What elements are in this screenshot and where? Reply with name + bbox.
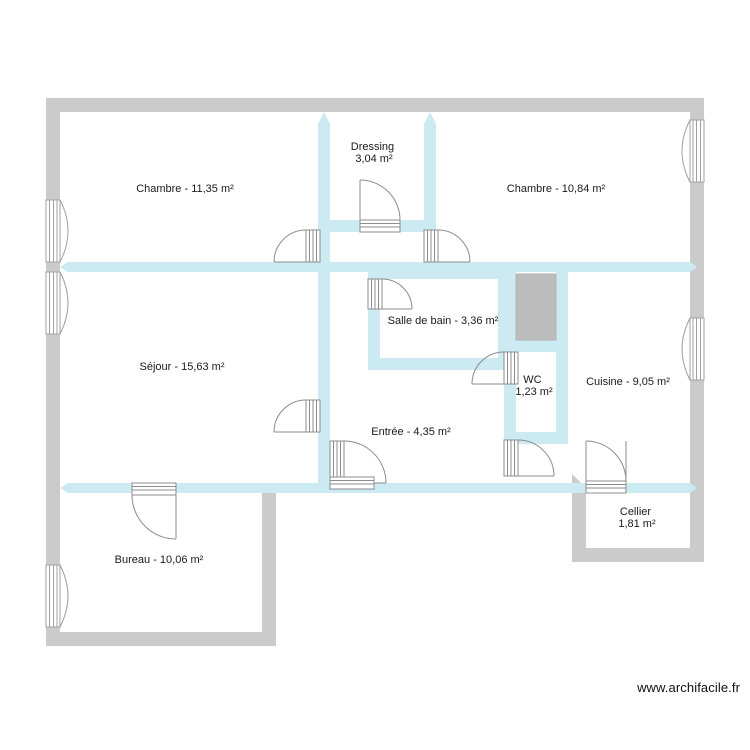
interior-wall-v-sejour [318, 272, 330, 432]
bath-fixture [515, 273, 557, 341]
interior-wall-h-lower [60, 483, 697, 493]
interior-wall-wc-top [504, 340, 568, 352]
room-label-salle-de-bain: Salle de bain - 3,36 m² [388, 315, 499, 327]
room-label-dressing-area: 3,04 m² [355, 153, 393, 165]
room-labels: Chambre - 11,35 m² Dressing 3,04 m² Cham… [115, 141, 671, 566]
interior-wall-wc-bottom [504, 432, 568, 444]
room-label-cellier-area: 1,81 m² [618, 518, 656, 530]
room-label-wc-name: WC [523, 374, 541, 386]
door-sejour [273, 399, 321, 433]
door-chambre2 [423, 229, 471, 263]
exterior-wall-bureau-right [262, 488, 276, 646]
interior-walls [60, 112, 697, 493]
window-left-sejour [45, 271, 69, 335]
exterior-wall-cellier-left [572, 474, 586, 562]
door-cuisine [503, 439, 555, 477]
bathtub-rect [515, 273, 557, 341]
room-label-chambre-2: Chambre - 10,84 m² [507, 183, 606, 195]
interior-wall-v-dressing-right [424, 112, 436, 232]
room-label-wc-area: 1,23 m² [515, 386, 553, 398]
door-chambre1 [273, 229, 321, 263]
exterior-wall-bottom-left [46, 632, 276, 646]
window-right-cuisine [681, 317, 705, 381]
room-label-entree: Entrée - 4,35 m² [371, 426, 451, 438]
interior-wall-sdb-bottom [368, 358, 510, 370]
exterior-wall-cellier-right [690, 488, 704, 562]
window-left-bureau [45, 564, 69, 628]
window-right-chambre2 [681, 119, 705, 183]
door-wc [471, 351, 519, 385]
room-label-dressing-name: Dressing [351, 141, 394, 153]
interior-wall-v-alcove-left [504, 267, 516, 352]
room-label-wc: WC 1,23 m² [515, 374, 553, 398]
exterior-wall-left [46, 98, 60, 646]
door-cellier [585, 440, 627, 494]
interior-wall-sdb-top [368, 267, 510, 279]
door-entree-lower [329, 476, 375, 490]
windows [45, 119, 705, 628]
exterior-wall-cellier-bottom [572, 548, 704, 562]
room-label-cuisine: Cuisine - 9,05 m² [586, 376, 670, 388]
doors [131, 179, 627, 540]
exterior-wall-top [46, 98, 704, 112]
door-salle-de-bain [367, 278, 413, 310]
room-label-dressing: Dressing 3,04 m² [351, 141, 397, 165]
interior-wall-wc-right [556, 262, 568, 444]
exterior-wall-right [690, 98, 704, 488]
door-bureau [131, 482, 177, 540]
room-label-cellier-name: Cellier [620, 506, 652, 518]
room-label-chambre-1: Chambre - 11,35 m² [136, 183, 234, 195]
door-dressing [359, 179, 401, 233]
room-label-bureau: Bureau - 10,06 m² [115, 554, 204, 566]
room-label-sejour: Séjour - 15,63 m² [140, 361, 225, 373]
room-label-cellier: Cellier 1,81 m² [618, 506, 656, 530]
window-left-chambre1 [45, 199, 69, 263]
watermark-archifacile: www.archifacile.fr [637, 680, 740, 695]
